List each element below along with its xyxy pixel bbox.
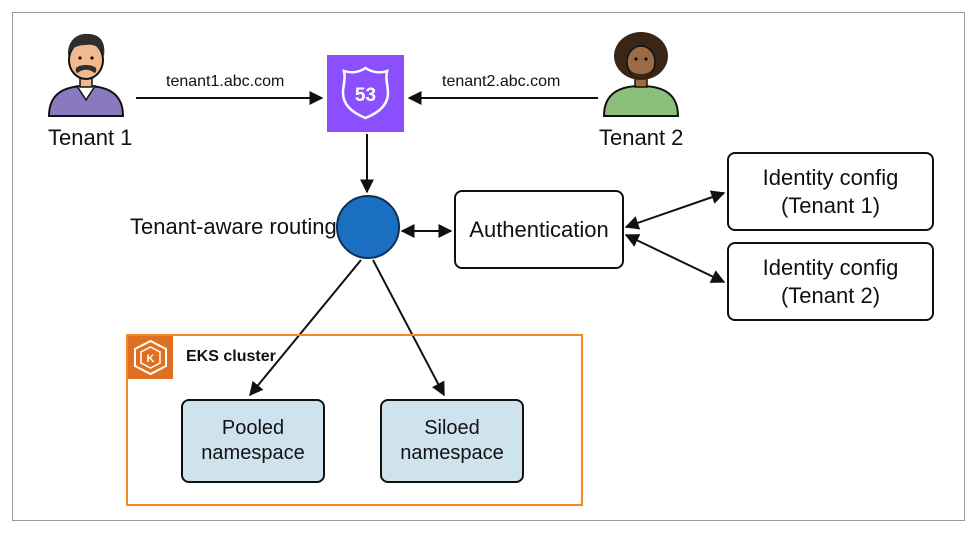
tenant2-label: Tenant 2 [599, 125, 684, 150]
tenant-aware-router-node [336, 195, 400, 259]
eks-icon-letter: K [147, 353, 155, 365]
eks-cluster-label: EKS cluster [186, 348, 276, 365]
eks-cluster-container [126, 334, 583, 506]
identity-config-tenant1-box: Identity config (Tenant 1) [727, 152, 934, 231]
siloed-namespace-line2: namespace [400, 442, 504, 464]
tenant2-person-icon [602, 32, 680, 117]
route53-number: 53 [355, 85, 376, 106]
identity-config-tenant2-box: Identity config (Tenant 2) [727, 242, 934, 321]
pooled-namespace-line1: Pooled [221, 417, 285, 439]
arrow-router-to-pooled [249, 259, 362, 397]
tenant2-domain-label: tenant2.abc.com [442, 73, 561, 90]
arrow-auth-identity2 [624, 234, 726, 283]
authentication-box: Authentication [454, 190, 624, 269]
identity-config-1-line1: Identity config [762, 165, 899, 190]
identity-config-2-line1: Identity config [762, 255, 899, 280]
arrow-router-to-siloed [372, 259, 445, 397]
eks-icon: K [128, 336, 173, 379]
arrow-auth-identity1 [624, 190, 726, 230]
eks-hexagon-icon: K [134, 339, 167, 376]
identity-config-1-line2: (Tenant 1) [780, 192, 881, 218]
tenant1-label: Tenant 1 [48, 125, 133, 150]
authentication-label: Authentication [469, 216, 609, 242]
tenant1-person-icon [47, 33, 125, 117]
route53-icon: 53 [327, 55, 404, 132]
pooled-namespace-box: Pooled namespace [181, 399, 325, 483]
diagram-frame [12, 12, 965, 521]
siloed-namespace-line1: Siloed [424, 417, 480, 439]
pooled-namespace-line2: namespace [201, 442, 305, 464]
siloed-namespace-box: Siloed namespace [380, 399, 524, 483]
identity-config-2-line2: (Tenant 2) [780, 282, 881, 308]
routing-label: Tenant-aware routing [130, 214, 337, 239]
route53-shield-icon: 53 [341, 66, 390, 120]
tenant1-domain-label: tenant1.abc.com [166, 73, 285, 90]
